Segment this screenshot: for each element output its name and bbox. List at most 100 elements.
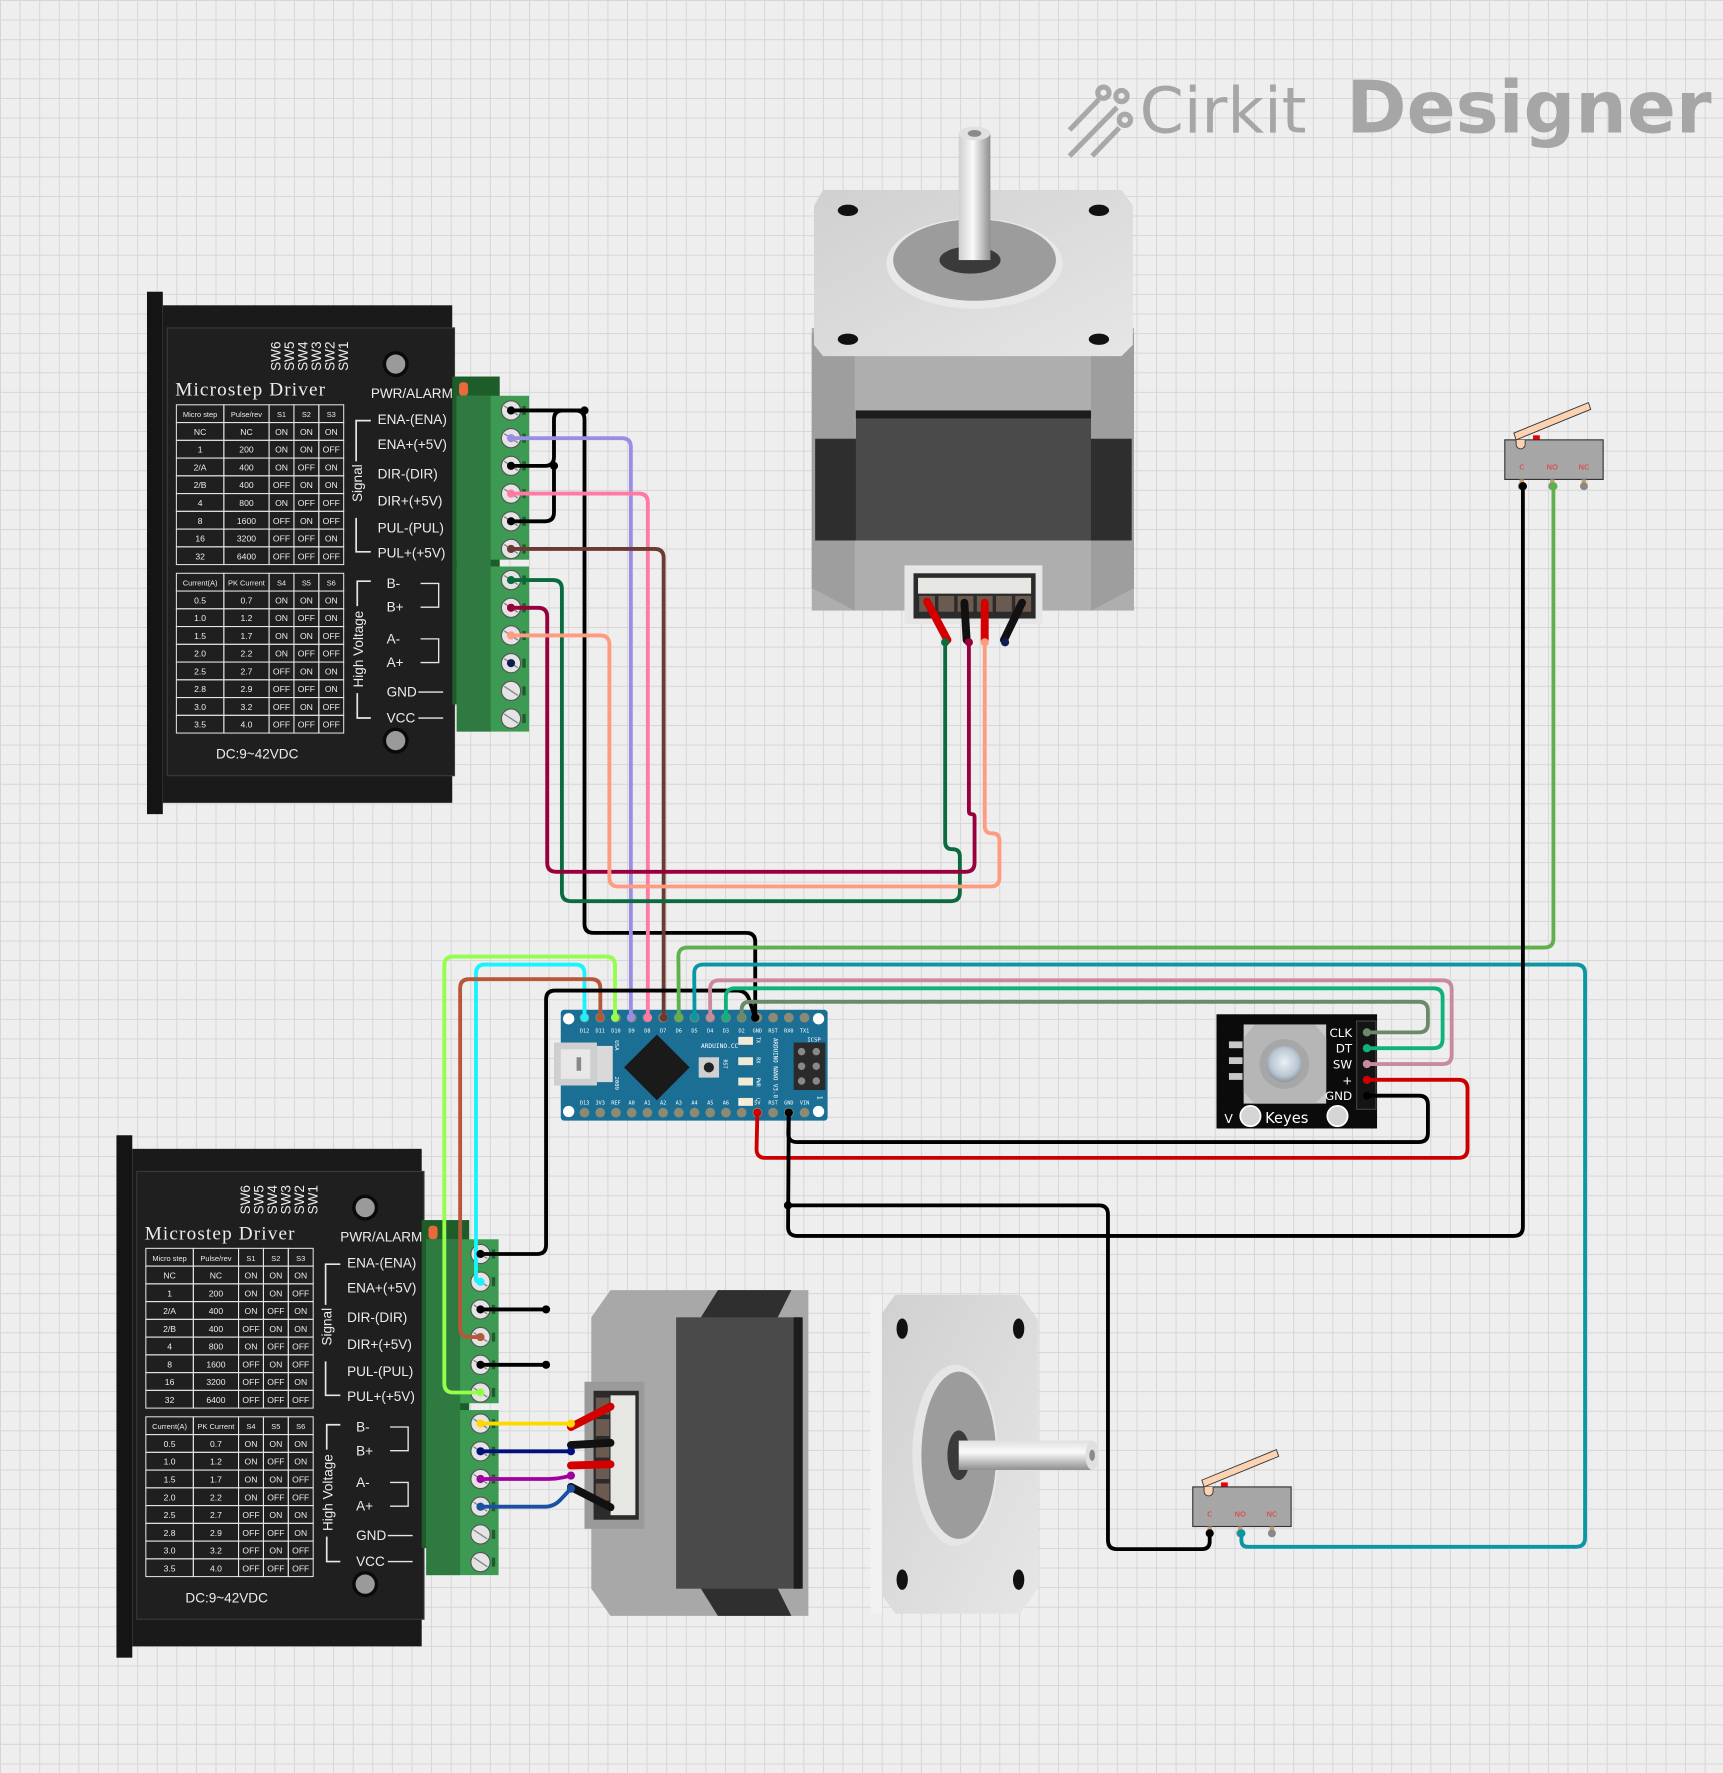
wire-d11[interactable] [458,977,603,1340]
wire-d6-switch-no[interactable] [676,484,1556,1020]
table-cell: 1.5 [164,1475,176,1485]
wire-a-minus[interactable] [509,633,1002,889]
table-cell: 1 [198,445,203,455]
table-cell: ON [300,427,313,437]
table-header-cell: S1 [277,410,286,419]
icsp-header [793,1042,826,1091]
wire-a-plus-2[interactable] [478,1486,573,1509]
wires [442,406,1587,1552]
encoder-pin-label: SW [1333,1058,1353,1072]
cirkit-logo: Cirkit Designer [1067,66,1712,158]
nano-pin-3v3[interactable] [595,1107,606,1118]
nano-pin-vin[interactable] [799,1107,810,1118]
table-cell: ON [275,595,288,605]
nano-icsp-label: ICSP [807,1037,821,1043]
wire-a-minus-2[interactable] [478,1473,573,1481]
nano-pin-tx1[interactable] [799,1012,810,1023]
nano-pin-a5[interactable] [705,1107,716,1118]
nano-pin-rst[interactable] [768,1012,778,1023]
logo-product: Designer [1347,66,1712,150]
nano-pin-a7[interactable] [736,1107,747,1118]
table-cell: ON [294,1528,307,1538]
nano-pin-a2[interactable] [658,1107,668,1118]
table-cell: 16 [165,1377,175,1387]
table-cell: ON [294,1510,307,1520]
switch-pin-label: NC [1267,1509,1278,1518]
dip-switch-label: SW6 [268,342,283,371]
wire-d8[interactable] [509,491,650,1020]
wire-d4-sw[interactable] [708,978,1454,1066]
nano-pin-rx0[interactable] [783,1012,794,1023]
stepper-motor-bottom[interactable] [566,1290,1099,1616]
table-cell: OFF [273,666,290,676]
signal-terminal-label: ENA+(+5V) [378,437,447,452]
table-cell: ON [269,1359,282,1369]
nano-pin-a4[interactable] [689,1107,700,1118]
nano-pin-d13[interactable] [579,1107,590,1118]
nano-pin-a3[interactable] [673,1107,684,1118]
mount-hole [1326,1105,1349,1128]
wire-d3-dt[interactable] [723,986,1445,1051]
switch-pin-nc[interactable] [1579,482,1588,491]
wire-endpoint [506,631,516,640]
wire-ena-gnd-2[interactable] [478,988,758,1256]
nano-pin-a0[interactable] [626,1107,637,1118]
signal-terminal-label: PUL-(PUL) [347,1364,413,1379]
dip-switch-label: SW3 [279,1185,294,1214]
switch-lever[interactable] [1513,401,1592,441]
wire-5v[interactable] [754,1077,1470,1160]
switch-pin-nc[interactable] [1267,1529,1276,1538]
stepper-motor-top[interactable] [811,126,1134,644]
wire-d9[interactable] [509,436,633,1020]
table-cell: OFF [292,1359,309,1369]
switch-lever[interactable] [1201,1449,1280,1488]
wire-endpoint [506,517,516,526]
wire-endpoint [1001,638,1010,647]
table-cell: ON [275,498,288,508]
wire-endpoint [476,1419,485,1428]
wire-b-plus[interactable] [509,605,977,874]
wire-d2-clk[interactable] [739,999,1430,1035]
table-cell: ON [269,1271,282,1281]
table-cell: ON [275,463,288,473]
table-cell: OFF [292,1395,309,1405]
nano-pin-a1[interactable] [642,1107,653,1118]
table-cell: NC [194,427,206,437]
wire-pul-gnd[interactable] [509,463,556,524]
wire-d5-switch-no-2[interactable] [692,962,1587,1549]
encoder-knob[interactable] [1266,1045,1303,1083]
nano-pin-ref[interactable] [611,1107,621,1118]
wire-gnd-switch-top[interactable] [786,484,1525,1238]
wire-b-minus[interactable] [509,578,962,904]
led-label: PWR/ALARM [371,386,453,401]
table-cell: ON [294,1457,307,1467]
nano-pin-rst[interactable] [768,1107,778,1118]
table-cell: ON [245,1475,258,1485]
nano-pin-label: TX1 [800,1028,809,1034]
signal-terminal-label: PUL+(+5V) [378,545,446,560]
table-cell: 32 [195,551,205,561]
wire-gnd-switch-bottom[interactable] [786,1203,1212,1552]
nano-pin-label: D4 [707,1028,713,1034]
table-header-cell: Current(A) [183,579,218,588]
wire-d7[interactable] [509,547,666,1020]
signal-group-label: Signal [350,464,365,502]
table-cell: 16 [195,534,205,544]
table-cell: OFF [267,1395,284,1405]
dip-switch-label: SW4 [265,1185,280,1215]
wire-d10[interactable] [442,954,617,1395]
nano-pin-label: GND [753,1028,762,1034]
wire-endpoint [783,1201,793,1210]
nano-pin-a6[interactable] [721,1107,731,1118]
nano-pin-label: D7 [660,1028,666,1034]
table-cell: OFF [298,551,315,561]
